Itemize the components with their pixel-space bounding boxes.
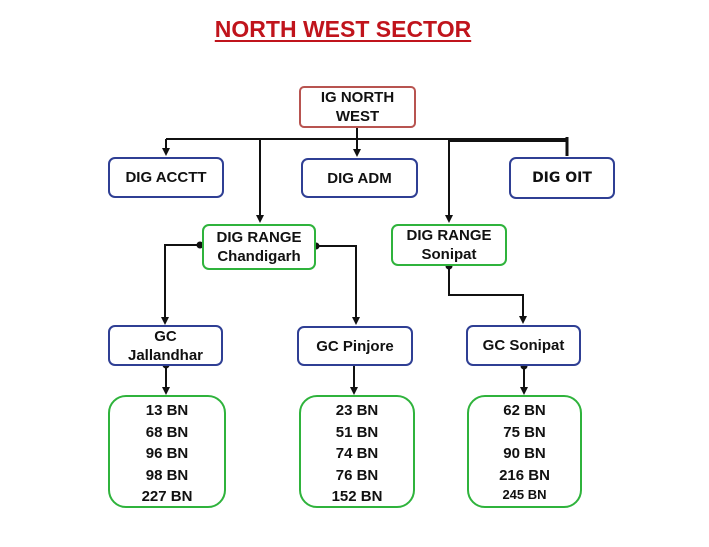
list-item: 152 BN (331, 488, 383, 505)
gc-pinjore-label: GC Pinjore (316, 337, 394, 355)
list-item: 96 BN (145, 445, 189, 462)
gc-pinjore-node: GC Pinjore (297, 326, 413, 366)
list-item: 51 BN (335, 423, 379, 441)
dig-acctt-node: DIG ACCTT (108, 157, 224, 198)
dig-oit-node: DIG OIT (509, 157, 615, 199)
battalion-list-jallandhar: 13 BN 68 BN 96 BN 98 BN 227 BN (108, 395, 226, 508)
dig-range-chandigarh-node: DIG RANGE Chandigarh (202, 224, 316, 270)
gc-jallandhar-node: GC Jallandhar (108, 325, 223, 366)
list-item: 62 BN (503, 402, 546, 419)
range-chandigarh-line2: Chandigarh (217, 248, 301, 265)
root-line2: WEST (335, 108, 380, 125)
dig-oit-label: DIG OIT (532, 169, 592, 186)
dig-adm-label: DIG ADM (327, 169, 392, 187)
list-item: 74 BN (335, 445, 379, 462)
dig-range-sonipat-node: DIG RANGE Sonipat (391, 224, 507, 266)
battalion-list-sonipat: 62 BN 75 BN 90 BN 216 BN 245 BN (467, 395, 582, 508)
battalion-list-pinjore: 23 BN 51 BN 74 BN 76 BN 152 BN (299, 395, 415, 508)
list-item: 245 BN (502, 487, 547, 502)
root-line1: IG NORTH (320, 89, 395, 106)
list-item: 227 BN (141, 488, 193, 505)
list-item: 90 BN (503, 445, 546, 462)
gc-sonipat-label: GC Sonipat (482, 337, 565, 354)
list-item: 98 BN (145, 466, 189, 484)
list-item: 75 BN (503, 423, 546, 441)
list-item: 13 BN (145, 402, 189, 419)
dig-acctt-label: DIG ACCTT (125, 169, 207, 186)
list-item: 216 BN (499, 466, 550, 484)
dig-adm-node: DIG ADM (301, 158, 418, 198)
gc-sonipat-node: GC Sonipat (466, 325, 581, 366)
gc-jallandhar-line1: GC (154, 327, 177, 345)
list-item: 23 BN (335, 402, 379, 419)
gc-jallandhar-line2: Jallandhar (127, 346, 204, 364)
range-chandigarh-line1: DIG RANGE (216, 229, 302, 246)
range-sonipat-line2: Sonipat (421, 246, 477, 263)
root-node-ig-north-west: IG NORTH WEST (299, 86, 416, 128)
list-item: 76 BN (335, 466, 379, 484)
list-item: 68 BN (145, 423, 189, 441)
range-sonipat-line1: DIG RANGE (406, 227, 492, 244)
page-title: NORTH WEST SECTOR (214, 16, 472, 42)
